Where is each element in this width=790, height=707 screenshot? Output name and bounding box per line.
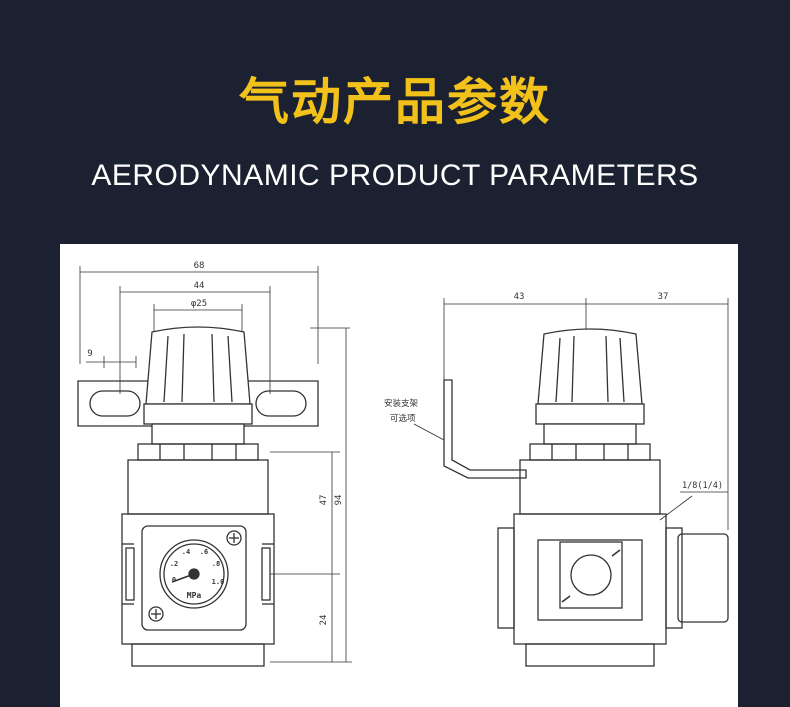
gauge-tick-1-0: 1.0 — [212, 578, 225, 586]
dim-47: 47 — [319, 495, 329, 506]
dim-44: 44 — [194, 281, 205, 291]
header: 气动产品参数 AERODYNAMIC PRODUCT PARAMETERS — [0, 0, 790, 240]
page-title-cn: 气动产品参数 — [239, 73, 551, 131]
gauge-tick-0-4: .4 — [182, 548, 190, 556]
dim-43: 43 — [514, 292, 525, 302]
left-slot — [89, 390, 141, 417]
dim-94: 94 — [334, 495, 344, 506]
front-view — [77, 266, 352, 667]
front-knob — [143, 326, 253, 445]
port-size-label: 1/8(1/4) — [682, 481, 723, 491]
dim-24: 24 — [319, 615, 329, 626]
side-nut — [529, 443, 651, 461]
gauge-plate — [141, 525, 247, 631]
bracket-leader-line — [413, 423, 445, 441]
gauge-tick-0: 0 — [172, 576, 176, 584]
side-knob — [535, 328, 645, 445]
front-dimension-lines — [79, 266, 352, 663]
side-body — [497, 459, 729, 667]
mounting-bracket — [443, 379, 527, 479]
dim-9: 9 — [87, 349, 92, 359]
technical-drawing: 68 44 φ25 9 47 94 24 43 37 安装支架 可选项 1/8(… — [77, 261, 729, 667]
bracket-label-2: 可选项 — [390, 413, 416, 424]
port-leader-line — [659, 495, 693, 521]
dim-knob-diameter: φ25 — [191, 299, 207, 309]
front-body — [121, 459, 275, 667]
front-nut — [137, 443, 259, 461]
pressure-gauge — [159, 539, 229, 609]
side-view — [413, 298, 729, 667]
gauge-tick-0-8: .8 — [212, 560, 220, 568]
gauge-unit: MPa — [187, 591, 202, 600]
gauge-tick-0-6: .6 — [200, 548, 208, 556]
bracket-label-1: 安装支架 — [384, 398, 419, 409]
dim-68: 68 — [194, 261, 205, 271]
side-dimension-lines — [443, 298, 729, 530]
dim-37: 37 — [658, 292, 669, 302]
right-slot — [255, 390, 307, 417]
page-title-en: AERODYNAMIC PRODUCT PARAMETERS — [91, 159, 699, 192]
gauge-screws — [148, 530, 242, 622]
gauge-tick-0-2: .2 — [170, 560, 178, 568]
technical-drawing-panel: 68 44 φ25 9 47 94 24 43 37 安装支架 可选项 1/8(… — [60, 244, 738, 707]
